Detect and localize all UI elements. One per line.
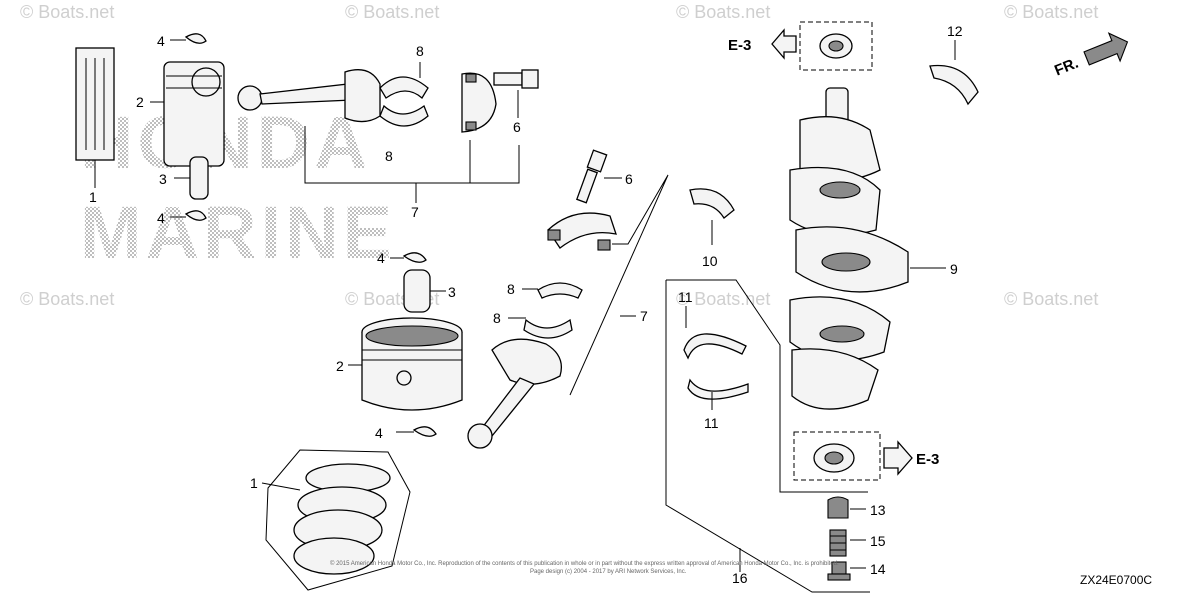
callout-11: 11 [704, 415, 719, 431]
front-label: FR. [1052, 55, 1081, 80]
reference-e3-upper[interactable]: E-3 [728, 37, 751, 54]
rod-bolt-lower [575, 149, 608, 204]
callout-11: 11 [678, 289, 693, 305]
seal-reference-upper [771, 21, 873, 71]
callout-8: 8 [416, 43, 424, 59]
callout-3: 3 [448, 284, 456, 300]
watermark: © Boats.net [20, 289, 114, 309]
piston-ring-set-lower [265, 449, 411, 591]
callout-2: 2 [136, 94, 144, 110]
main-bearing-10 [689, 188, 735, 219]
callout-8: 8 [507, 281, 515, 297]
background-logo-honda: HONDA [80, 101, 371, 184]
piston-lower [361, 317, 463, 411]
connecting-rod-lower [467, 338, 563, 449]
diagram-code: ZX24E0700C [1080, 573, 1152, 587]
bearing-shell-lower-b [523, 318, 573, 339]
piston-ring-set-upper [75, 47, 115, 161]
callout-15: 15 [870, 533, 886, 549]
callout-4: 4 [157, 33, 165, 49]
callout-14: 14 [870, 561, 886, 577]
watermark: © Boats.net [676, 2, 770, 22]
watermark: © Boats.net [1004, 289, 1098, 309]
main-bearing-12 [929, 64, 979, 106]
piston-clip-mid-lower [412, 426, 437, 437]
callout-1: 1 [89, 189, 97, 205]
bearing-shells-upper [379, 76, 429, 127]
watermark: © Boats.net [1004, 2, 1098, 22]
callout-1: 1 [250, 475, 258, 491]
rod-cap-upper [461, 72, 497, 133]
rod-cap-lower [547, 212, 617, 251]
crankshaft [789, 87, 909, 410]
callout-7: 7 [411, 204, 419, 220]
watermark: © Boats.net [676, 289, 770, 309]
callout-12: 12 [947, 23, 963, 39]
callout-6: 6 [625, 171, 633, 187]
callout-3: 3 [159, 171, 167, 187]
callout-4: 4 [157, 210, 165, 226]
callout-4: 4 [377, 250, 385, 266]
piston-clip-upper [184, 33, 207, 44]
callout-16: 16 [732, 570, 748, 586]
piston-clip-lower [184, 210, 207, 221]
callout-7: 7 [640, 308, 648, 324]
callout-8: 8 [385, 148, 393, 164]
piston-pin-upper [189, 156, 209, 200]
page-design-notice: Page design (c) 2004 - 2017 by ARI Netwo… [530, 569, 687, 575]
callout-2: 2 [336, 358, 344, 374]
rod-bolt-upper [493, 69, 539, 89]
piston-upper [163, 61, 225, 167]
piston-pin-mid [403, 269, 431, 313]
watermark: © Boats.net [20, 2, 114, 22]
callout-13: 13 [870, 502, 886, 518]
relief-valve-cap [827, 496, 849, 519]
reference-e3-lower[interactable]: E-3 [916, 451, 939, 468]
callout-8: 8 [493, 310, 501, 326]
copyright-notice: © 2015 American Honda Motor Co., Inc. Re… [330, 560, 839, 567]
callout-4: 4 [375, 425, 383, 441]
front-direction-arrow: FR. [1052, 32, 1129, 80]
connecting-rod-upper [237, 69, 381, 123]
callout-6: 6 [513, 119, 521, 135]
relief-valve-spring [829, 529, 847, 557]
watermark: © Boats.net [345, 2, 439, 22]
thrust-washers [683, 333, 749, 400]
background-logo-marine: MARINE [80, 191, 396, 274]
seal-reference-lower [793, 431, 913, 481]
callout-10: 10 [702, 253, 718, 269]
piston-clip-mid-upper [402, 252, 427, 263]
bearing-shell-lower-a [537, 282, 583, 299]
relief-valve-plug [827, 561, 851, 581]
callout-9: 9 [950, 261, 958, 277]
